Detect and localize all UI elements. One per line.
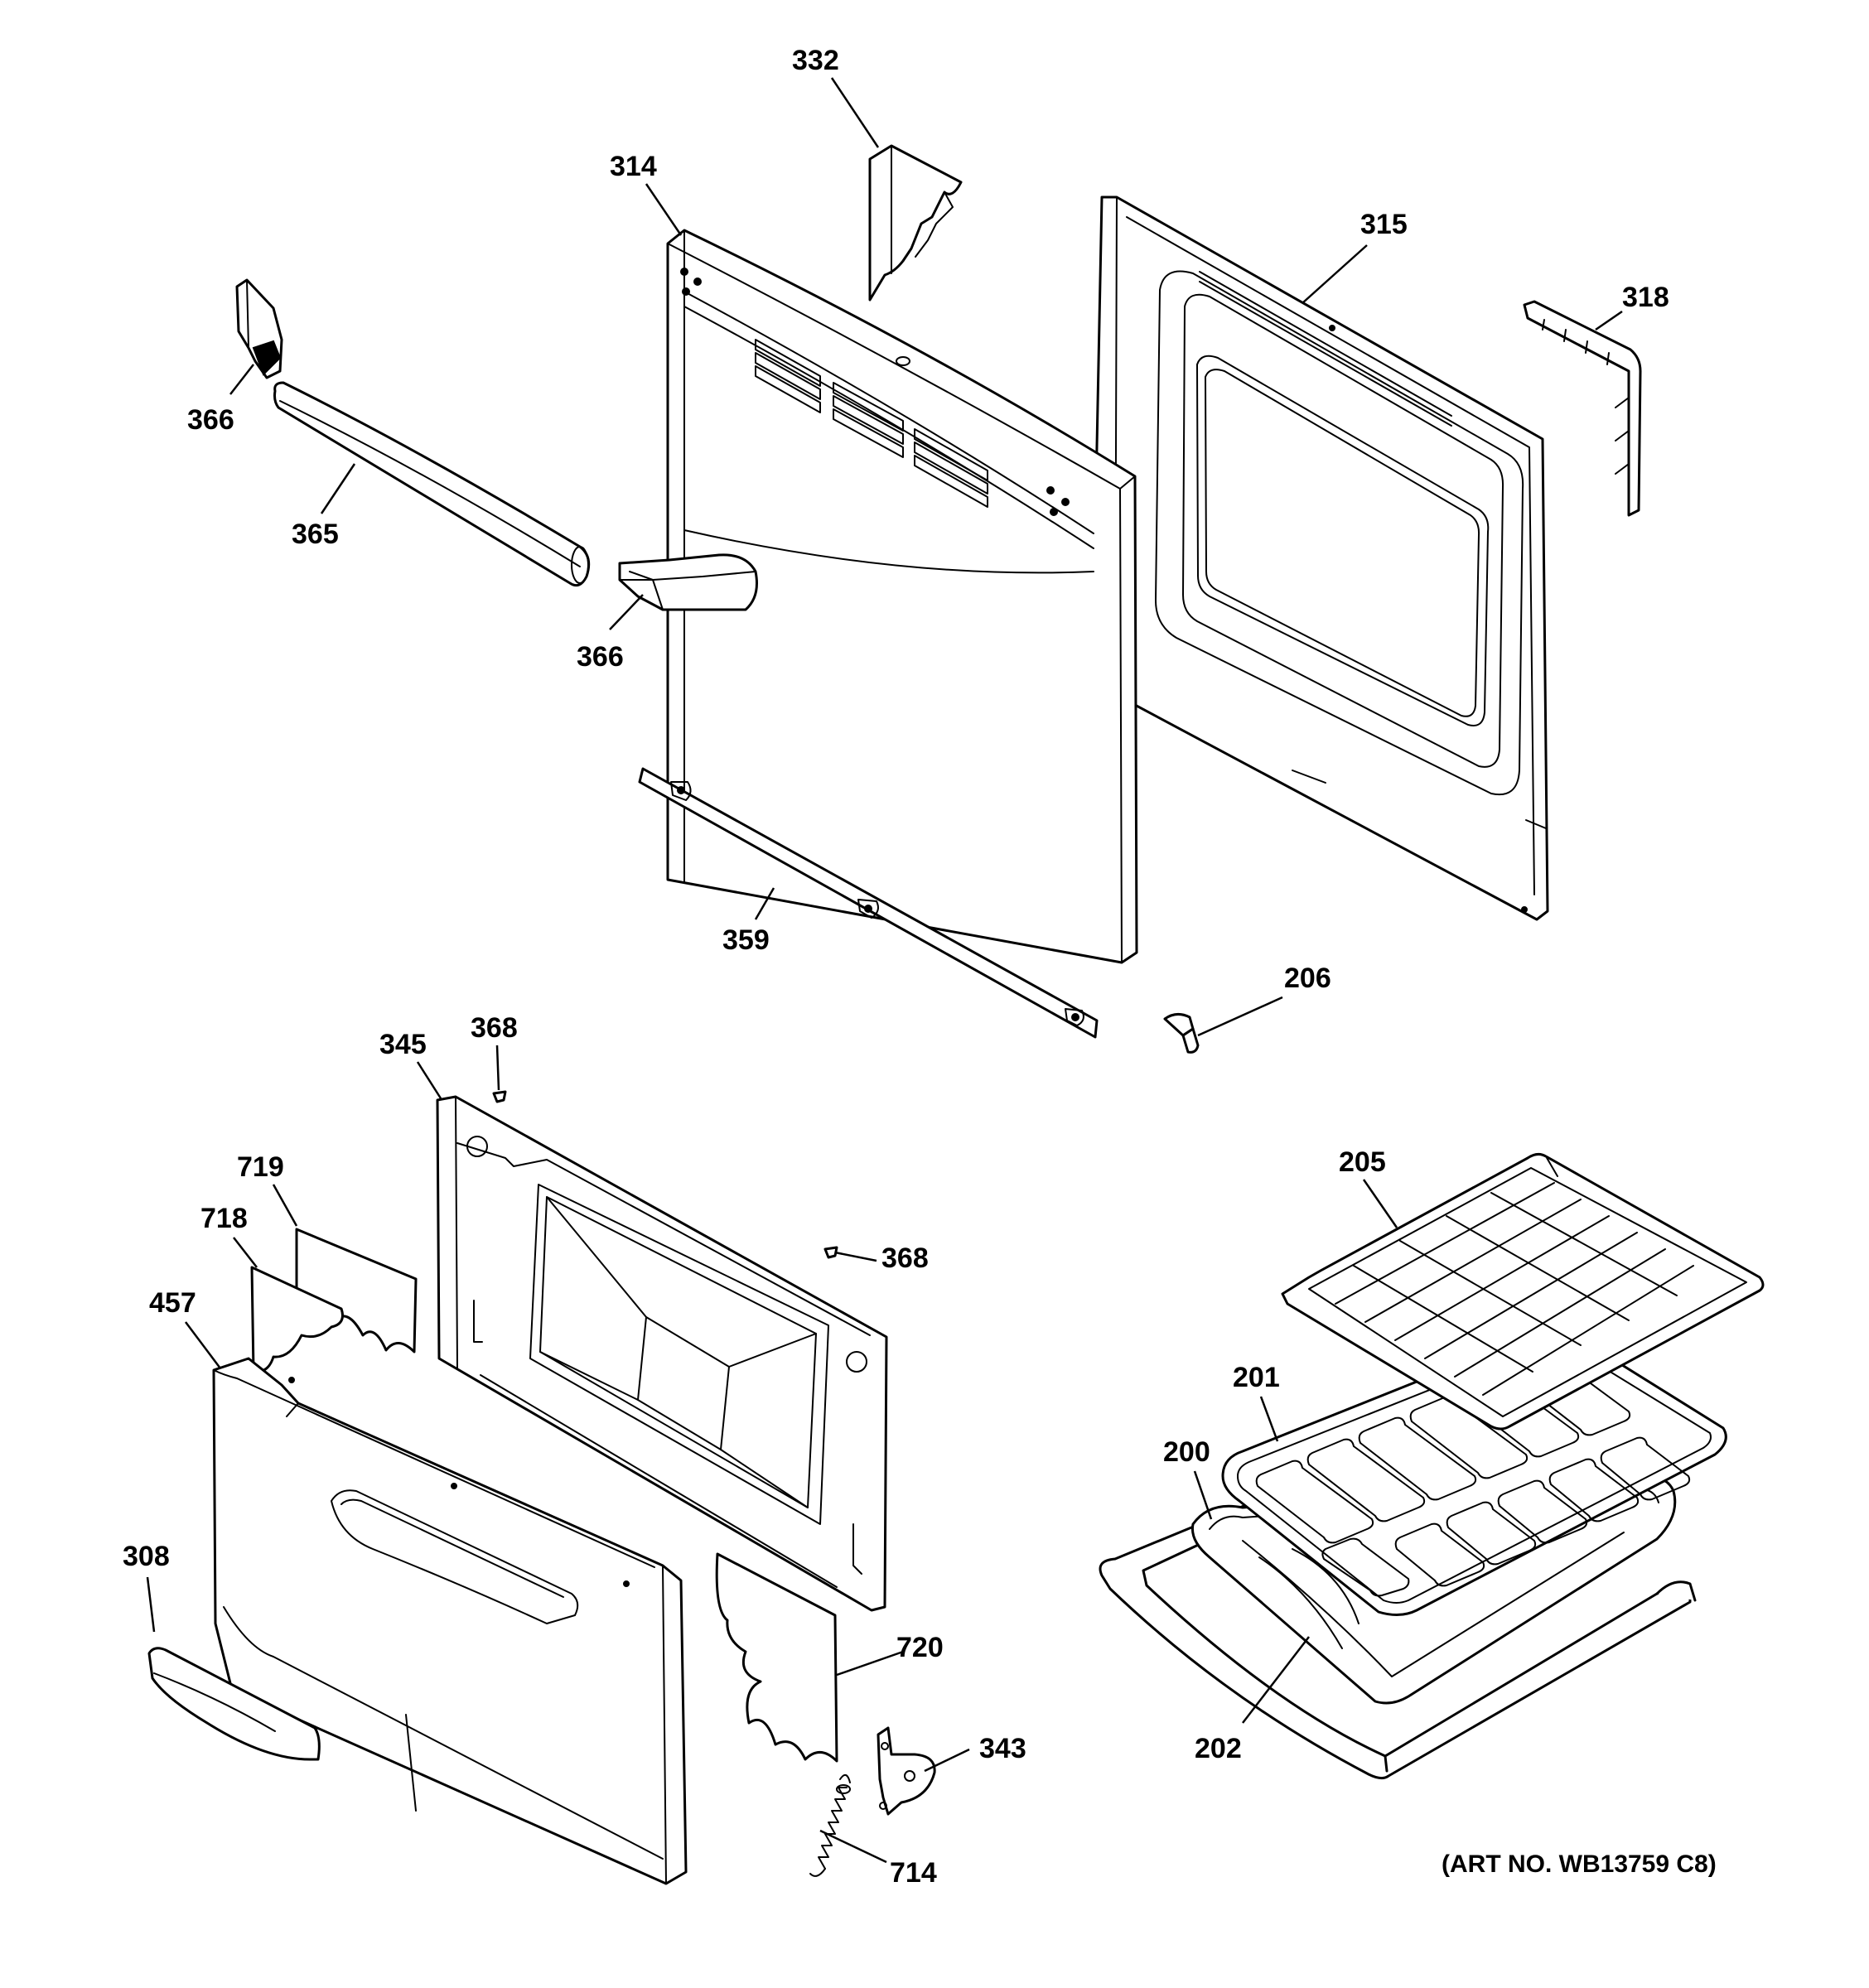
leader-359: [754, 887, 775, 920]
leader-368b: [834, 1251, 877, 1262]
leader-318: [1595, 310, 1623, 331]
callout-205: 205: [1339, 1146, 1386, 1178]
art-number: (ART NO. WB13759 C8): [1442, 1850, 1717, 1878]
callout-365: 365: [292, 519, 339, 550]
callout-718: 718: [200, 1203, 248, 1234]
leader-lines: [146, 77, 1623, 1864]
leader-314: [645, 183, 683, 236]
leader-205: [1362, 1179, 1398, 1228]
callout-720: 720: [896, 1632, 944, 1663]
callout-318: 318: [1622, 282, 1669, 313]
callout-332: 332: [792, 45, 839, 76]
callout-714: 714: [890, 1857, 937, 1889]
leader-719: [272, 1184, 298, 1227]
leader-366b: [609, 594, 644, 630]
callout-368-top: 368: [471, 1012, 518, 1044]
leader-202: [1242, 1636, 1310, 1724]
leader-200: [1193, 1470, 1213, 1520]
part-332-corner-trim: [868, 144, 963, 302]
part-366-handle-endcap-right: [618, 553, 758, 611]
part-368-screw-top: [492, 1090, 507, 1103]
callout-457: 457: [149, 1287, 196, 1319]
leader-345: [416, 1061, 442, 1099]
leader-718: [233, 1237, 258, 1268]
part-318-side-trim: [1523, 300, 1642, 517]
leader-201: [1259, 1396, 1279, 1442]
part-200-broiler-rack-frame: [1099, 1491, 1697, 1780]
part-368-screw-right: [823, 1246, 838, 1259]
callout-206: 206: [1284, 963, 1331, 994]
part-365-handle-bar: [273, 381, 591, 587]
callout-314: 314: [610, 151, 657, 182]
part-206-screw: [1163, 1013, 1200, 1054]
part-308-drawer-handle-cap: [147, 1647, 321, 1761]
callout-202: 202: [1195, 1733, 1242, 1764]
callout-366-right: 366: [577, 641, 624, 673]
leader-315: [1302, 244, 1368, 304]
callout-315: 315: [1360, 209, 1408, 240]
part-359-door-bottom-trim: [638, 767, 1099, 1039]
part-718-insulation: [250, 1266, 344, 1373]
callout-359: 359: [722, 924, 770, 956]
callout-labels: 332 314 315 318 366 365 366 359 206 345 …: [123, 45, 1717, 1889]
part-366-handle-endcap-left: [235, 278, 283, 379]
part-714-spring: [809, 1773, 851, 1877]
part-315-inner-door-panel: [1090, 195, 1549, 921]
part-343-hinge-bracket: [877, 1726, 936, 1816]
leader-720: [836, 1650, 904, 1677]
callout-308: 308: [123, 1541, 170, 1572]
part-345-drawer-inner-panel: [436, 1095, 888, 1612]
part-457-drawer-front: [212, 1357, 688, 1885]
leader-714: [819, 1829, 887, 1864]
callout-343: 343: [979, 1733, 1026, 1764]
callout-366-left: 366: [187, 404, 234, 436]
leader-206: [1197, 996, 1283, 1037]
leader-343: [924, 1748, 970, 1773]
callout-368-right: 368: [881, 1242, 929, 1274]
leader-366a: [229, 364, 254, 395]
leader-368a: [495, 1045, 500, 1091]
callout-201: 201: [1233, 1362, 1280, 1393]
callout-719: 719: [237, 1151, 284, 1183]
leader-332: [830, 77, 880, 148]
leader-365: [320, 463, 356, 514]
part-314-outer-door-panel: [666, 229, 1138, 964]
callout-200: 200: [1163, 1436, 1210, 1468]
callout-345: 345: [379, 1029, 427, 1060]
leader-457: [185, 1321, 221, 1369]
leader-308: [146, 1576, 156, 1633]
part-205-oven-rack: [1281, 1152, 1765, 1431]
part-720-insulation: [715, 1552, 838, 1763]
